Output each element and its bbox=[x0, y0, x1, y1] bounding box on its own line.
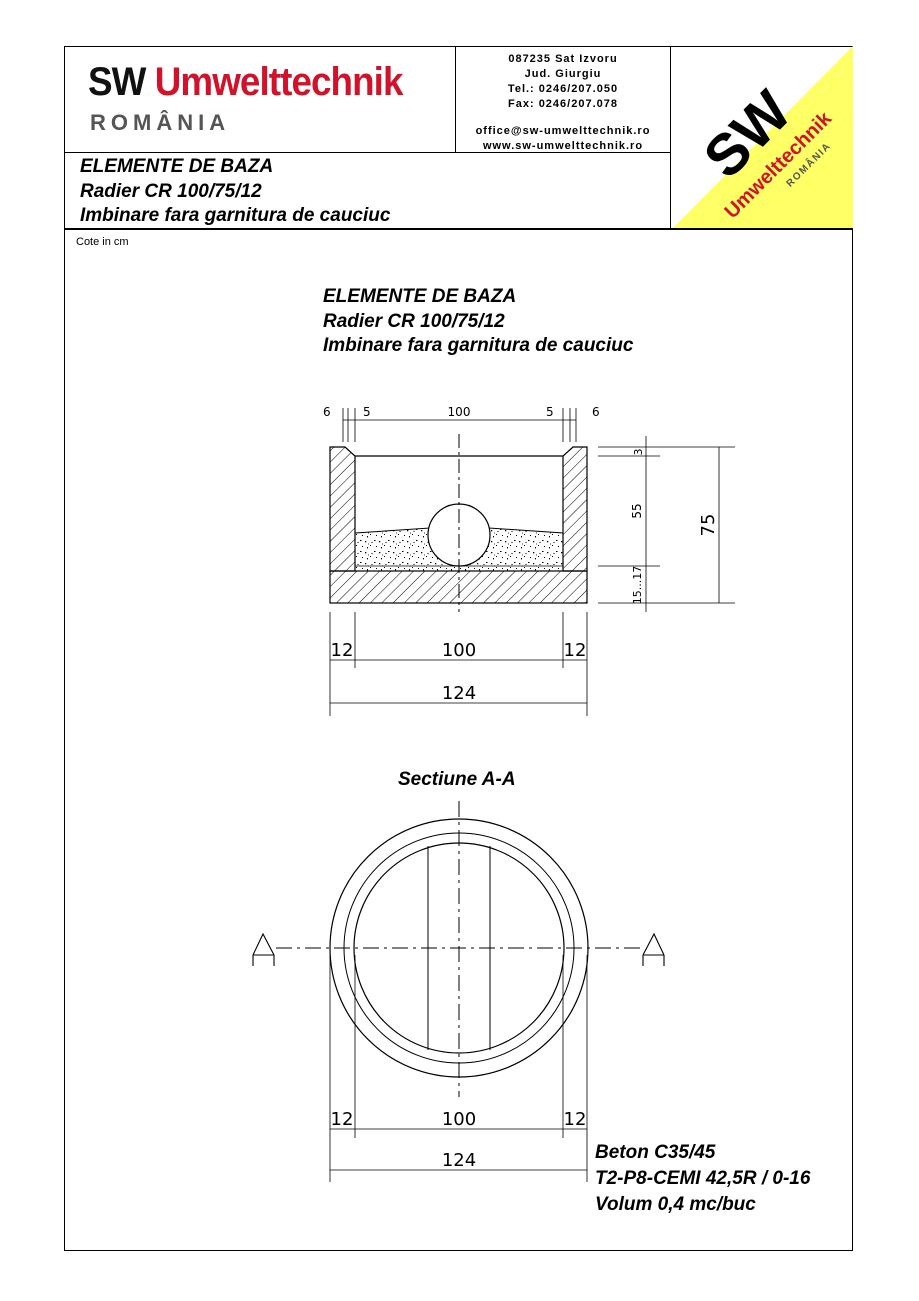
dim-top-left: 5 bbox=[363, 405, 371, 419]
section-title: Sectiune A-A bbox=[398, 769, 516, 790]
logo-sw: SW bbox=[88, 60, 146, 104]
spec-volume: Volum 0,4 mc/buc bbox=[595, 1194, 756, 1215]
title-line2: Radier CR 100/75/12 bbox=[80, 180, 262, 202]
dim-bottom-total: 124 bbox=[442, 683, 476, 704]
title-line1: ELEMENTE DE BAZA bbox=[80, 156, 274, 177]
section-marker-left bbox=[252, 932, 275, 966]
title-line3: Imbinare fara garnitura de cauciuc bbox=[80, 205, 391, 226]
section-dim-total: 124 bbox=[442, 1150, 476, 1171]
spec-concrete: Beton C35/45 bbox=[595, 1142, 716, 1163]
spec-class: T2-P8-CEMI 42,5R / 0-16 bbox=[595, 1168, 811, 1189]
elevation-view: 6 5 100 5 6 3 55 15...17 75 12 100 12 12… bbox=[323, 405, 735, 716]
section-view: 12 100 12 124 bbox=[252, 801, 665, 1182]
left-wall bbox=[329, 446, 356, 572]
dim-right-bottom: 15...17 bbox=[631, 566, 644, 604]
company-badge: SW Umwelttechnik ROMÂNIA bbox=[671, 46, 853, 230]
company-logo-wordmark: SW Umwelttechnik bbox=[88, 60, 403, 105]
logo-brand-name: Umwelttechnik bbox=[154, 60, 404, 104]
drawing-title: ELEMENTE DE BAZA Radier CR 100/75/12 Imb… bbox=[323, 285, 633, 359]
drawing-title-line2: Radier CR 100/75/12 bbox=[323, 310, 505, 332]
section-marker-right bbox=[642, 932, 665, 966]
dim-bottom-center: 100 bbox=[442, 640, 476, 661]
dim-right-mid: 55 bbox=[630, 503, 644, 518]
dim-top-left-edge: 6 bbox=[323, 405, 331, 419]
phone: Tel.: 0246/207.050 bbox=[507, 83, 619, 95]
drawing-title-line3: Imbinare fara garnitura de cauciuc bbox=[323, 335, 634, 356]
section-dim-center: 100 bbox=[442, 1109, 476, 1130]
address-line2: Jud. Giurgiu bbox=[524, 68, 602, 80]
right-wall bbox=[562, 446, 588, 572]
dim-top-center: 100 bbox=[448, 405, 471, 419]
material-specs: Beton C35/45 T2-P8-CEMI 42,5R / 0-16 Vol… bbox=[595, 1140, 810, 1218]
address-line1: 087235 Sat Izvoru bbox=[508, 53, 618, 65]
dim-bottom-right: 12 bbox=[564, 640, 587, 661]
website-link[interactable]: www.sw-umwelttechnik.ro bbox=[482, 140, 644, 152]
logo-country: ROMÂNIA bbox=[90, 110, 231, 135]
dim-bottom-left: 12 bbox=[331, 640, 354, 661]
email-link[interactable]: office@sw-umwelttechnik.ro bbox=[475, 125, 651, 137]
contact-block: 087235 Sat Izvoru Jud. Giurgiu Tel.: 024… bbox=[456, 46, 671, 153]
section-dim-right: 12 bbox=[564, 1109, 587, 1130]
company-logo-cell: SW Umwelttechnik ROMÂNIA bbox=[64, 46, 456, 153]
title-block: ELEMENTE DE BAZA Radier CR 100/75/12 Imb… bbox=[64, 153, 671, 230]
dim-top-right: 5 bbox=[546, 405, 554, 419]
dim-right-total: 75 bbox=[698, 514, 719, 537]
fax: Fax: 0246/207.078 bbox=[508, 98, 618, 110]
badge-logo-icon: SW Umwelttechnik ROMÂNIA bbox=[672, 46, 853, 228]
dim-right-top: 3 bbox=[632, 449, 645, 456]
units-note: Cote in cm bbox=[76, 236, 129, 248]
drawing-title-line1: ELEMENTE DE BAZA bbox=[323, 286, 517, 307]
drawing-sheet-frame bbox=[64, 46, 853, 1251]
dim-top-right-edge: 6 bbox=[592, 405, 600, 419]
section-dim-left: 12 bbox=[331, 1109, 354, 1130]
